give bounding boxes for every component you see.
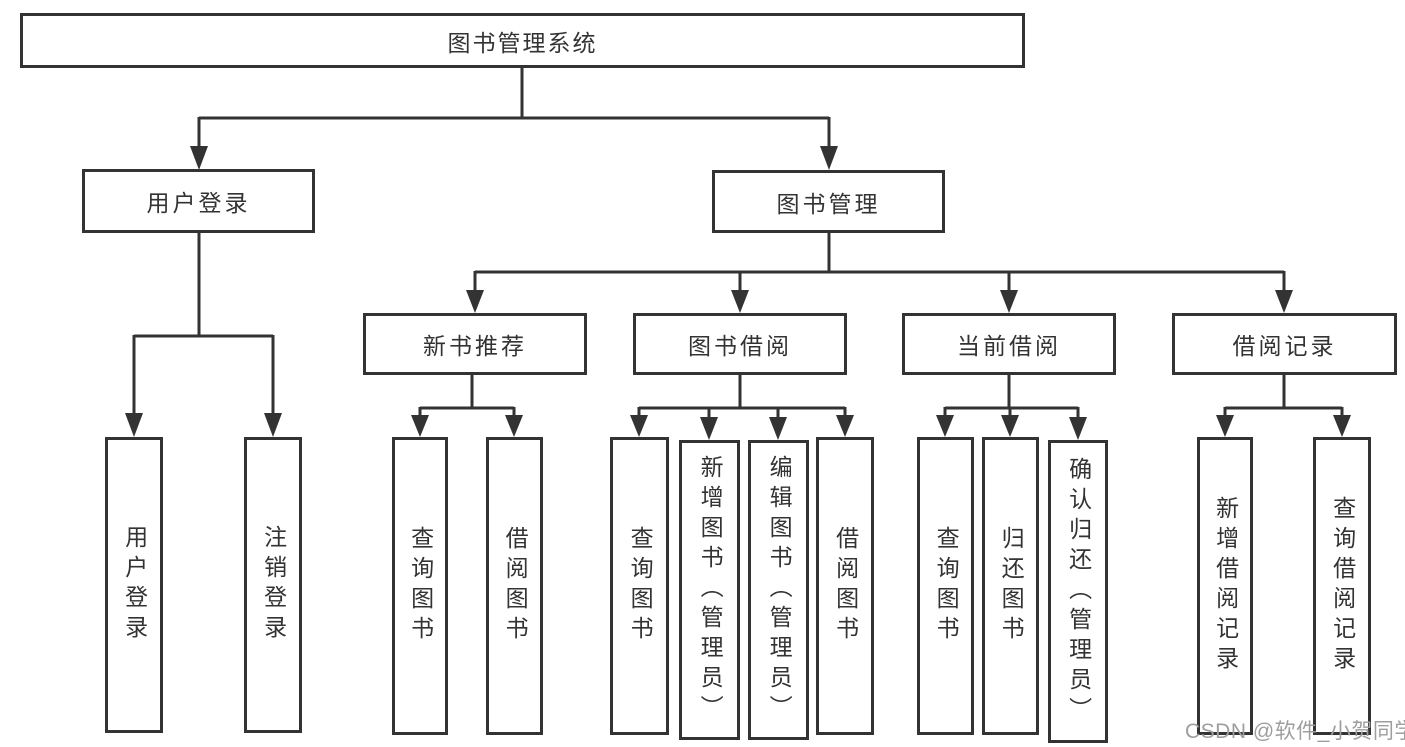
- leaf-label: 归还图书: [998, 526, 1025, 646]
- leaf-borrow-books-1: 借阅图书: [486, 437, 543, 735]
- connector-new-book-rec-to-leaves: [411, 375, 523, 437]
- node-current-borrow: 当前借阅: [902, 313, 1116, 375]
- node-label: 图书管理: [776, 190, 881, 217]
- leaf-query-books-1: 查询图书: [392, 437, 448, 735]
- leaf-edit-book-admin: 编辑图书（管理员）: [748, 440, 809, 740]
- connector-root-to-level2: [190, 68, 838, 170]
- leaf-query-books-2: 查询图书: [610, 437, 669, 735]
- leaf-add-book-admin: 新增图书（管理员）: [679, 440, 740, 740]
- node-borrow-records: 借阅记录: [1172, 313, 1397, 375]
- connector-user-login-to-leaves: [125, 233, 282, 437]
- node-library-management-system: 图书管理系统: [20, 13, 1025, 68]
- leaf-confirm-return-admin: 确认归还（管理员）: [1048, 440, 1108, 743]
- leaf-query-borrow-record: 查询借阅记录: [1313, 437, 1371, 735]
- node-label: 用户登录: [146, 190, 251, 216]
- leaf-logout: 注销登录: [244, 437, 302, 733]
- node-label: 图书借阅: [688, 333, 792, 359]
- node-label: 图书管理系统: [447, 29, 598, 56]
- leaf-query-books-3: 查询图书: [917, 437, 974, 735]
- leaf-user-login: 用户登录: [105, 437, 163, 733]
- connector-current-borrow-to-leaves: [936, 375, 1087, 440]
- node-user-login-branch: 用户登录: [82, 169, 315, 233]
- leaf-label: 查询图书: [933, 526, 960, 646]
- leaf-add-borrow-record: 新增借阅记录: [1197, 437, 1253, 735]
- node-label: 新书推荐: [423, 333, 527, 359]
- leaf-borrow-books-2: 借阅图书: [816, 437, 874, 735]
- csdn-watermark: CSDN @软件_小贺同学: [1185, 720, 1405, 743]
- leaf-label: 新增图书（管理员）: [697, 455, 724, 725]
- leaf-label: 新增借阅记录: [1212, 496, 1239, 676]
- node-label: 当前借阅: [957, 333, 1061, 359]
- node-new-book-recommend: 新书推荐: [363, 313, 587, 375]
- leaf-label: 借阅图书: [502, 526, 529, 646]
- leaf-return-book: 归还图书: [982, 437, 1039, 735]
- node-label: 借阅记录: [1232, 333, 1337, 359]
- node-book-management: 图书管理: [712, 170, 945, 233]
- leaf-label: 借阅图书: [832, 526, 859, 646]
- leaf-label: 查询借阅记录: [1329, 496, 1356, 676]
- leaf-label: 查询图书: [407, 526, 434, 646]
- leaf-label: 注销登录: [260, 525, 287, 645]
- leaf-label: 编辑图书（管理员）: [766, 455, 793, 725]
- connector-book-mgmt-to-level3: [466, 233, 1293, 313]
- connector-borrow-records-to-leaves: [1216, 375, 1351, 437]
- connector-book-borrow-to-leaves: [630, 375, 854, 440]
- leaf-label: 确认归还（管理员）: [1065, 456, 1092, 727]
- leaf-label: 用户登录: [121, 525, 148, 645]
- leaf-label: 查询图书: [627, 526, 654, 646]
- node-book-borrow: 图书借阅: [633, 313, 847, 375]
